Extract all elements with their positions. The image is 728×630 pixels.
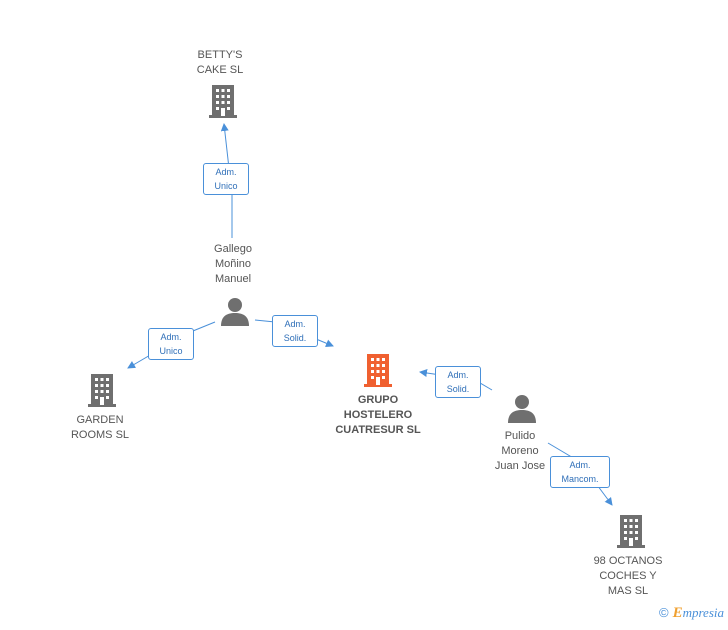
person-label-gallego[interactable]: Gallego Moñino Manuel bbox=[214, 243, 252, 285]
company-label-betty[interactable]: BETTY'S CAKE SL bbox=[196, 49, 244, 76]
building-icon[interactable] bbox=[207, 84, 239, 118]
brand-logo-text: mpresia bbox=[682, 605, 724, 620]
role-badge-pulido-octanos: Adm. Mancom. bbox=[550, 456, 610, 488]
company-label-grupo[interactable]: GRUPO HOSTELERO CUATRESUR SL bbox=[335, 394, 421, 436]
person-icon[interactable] bbox=[220, 297, 250, 327]
copyright-icon: © bbox=[658, 605, 669, 620]
person-label-pulido[interactable]: Pulido Moreno Juan Jose bbox=[494, 430, 546, 472]
role-badge-gallego-garden: Adm. Unico bbox=[148, 328, 194, 360]
person-icon[interactable] bbox=[507, 394, 537, 424]
role-badge-gallego-grupo: Adm. Solid. bbox=[272, 315, 318, 347]
brand-logo-initial: E bbox=[672, 605, 683, 621]
company-label-garden[interactable]: GARDEN ROOMS SL bbox=[70, 414, 130, 441]
role-badge-pulido-grupo: Adm. Solid. bbox=[435, 366, 481, 398]
edge-gallego-betty bbox=[220, 123, 233, 238]
building-icon[interactable] bbox=[362, 353, 394, 387]
building-icon[interactable] bbox=[86, 373, 118, 407]
building-icon[interactable] bbox=[615, 514, 647, 548]
company-label-octanos[interactable]: 98 OCTANOS COCHES Y MAS SL bbox=[593, 555, 663, 597]
role-badge-gallego-betty: Adm. Unico bbox=[203, 163, 249, 195]
brand-footer: ©Empresia bbox=[659, 605, 724, 622]
